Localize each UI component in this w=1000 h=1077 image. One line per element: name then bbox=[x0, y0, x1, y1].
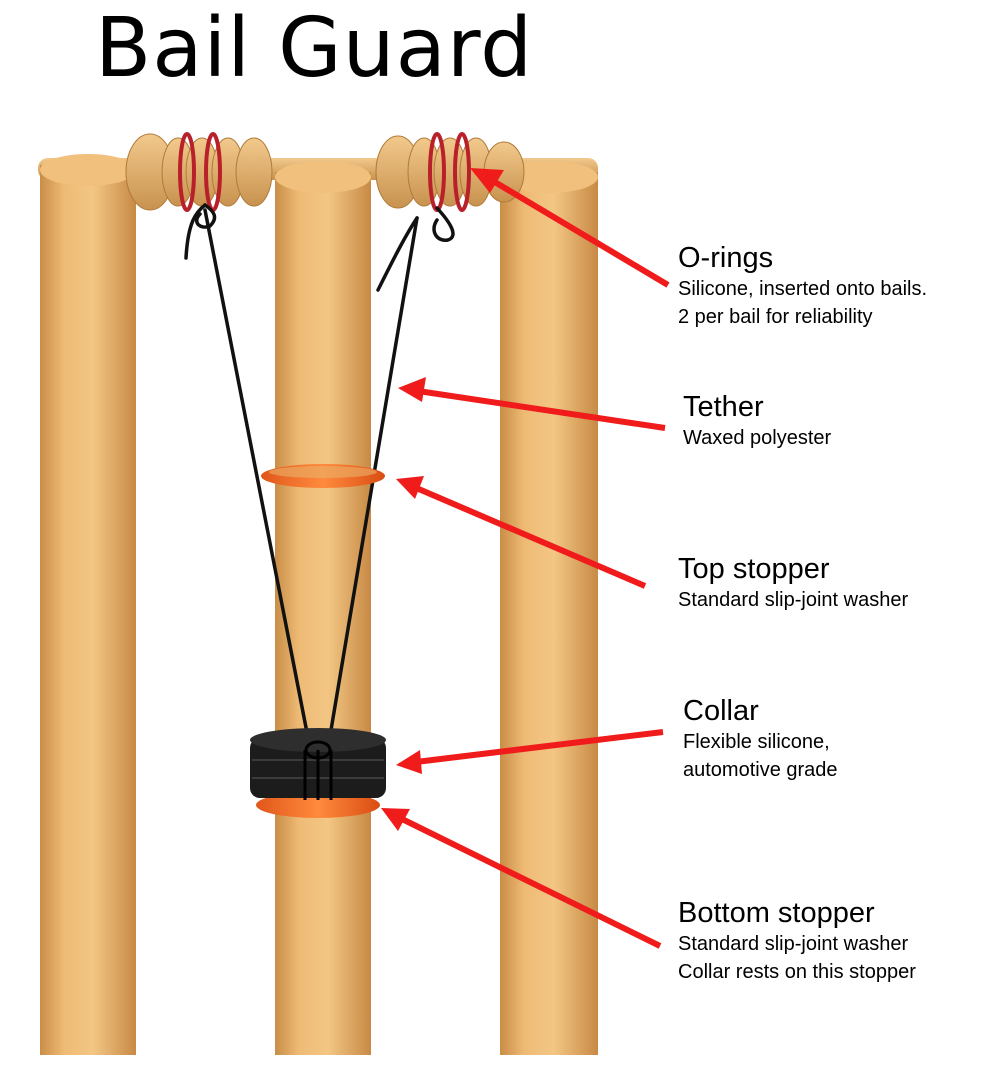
arrow-collar-head bbox=[396, 750, 422, 774]
callout-bottom-stopper: Bottom stopper Standard slip-joint washe… bbox=[678, 897, 916, 986]
right-stump bbox=[500, 161, 598, 1055]
callout-top-stopper: Top stopper Standard slip-joint washer bbox=[678, 553, 908, 614]
diagram-title: Bail Guard bbox=[95, 1, 534, 96]
callout-line: Collar rests on this stopper bbox=[678, 961, 916, 984]
callout-heading: O-rings bbox=[678, 242, 774, 274]
callout-heading: Top stopper bbox=[678, 553, 830, 585]
callout-heading: Bottom stopper bbox=[678, 897, 875, 929]
callout-line: Waxed polyester bbox=[683, 427, 832, 450]
callout-line: 2 per bail for reliability bbox=[678, 306, 873, 329]
callout-heading: Collar bbox=[683, 695, 759, 727]
arrow-bottom-stopper-head bbox=[381, 808, 410, 831]
bottom-stopper bbox=[256, 792, 380, 818]
callout-line: Standard slip-joint washer bbox=[678, 933, 909, 956]
left-bail bbox=[125, 133, 273, 211]
callout-line: Silicone, inserted onto bails. bbox=[678, 278, 928, 301]
callout-collar: Collar Flexible silicone, automotive gra… bbox=[683, 695, 838, 784]
callout-tether: Tether Waxed polyester bbox=[683, 391, 831, 452]
callout-arrows bbox=[381, 168, 670, 949]
top-stopper bbox=[261, 464, 385, 488]
arrow-o-rings bbox=[486, 175, 670, 288]
callout-line: automotive grade bbox=[683, 759, 838, 782]
arrow-top-stopper-head bbox=[396, 476, 424, 499]
arrow-collar bbox=[415, 729, 664, 765]
arrow-tether-head bbox=[398, 377, 426, 402]
arrow-top-stopper bbox=[412, 484, 647, 589]
callout-o-rings: O-rings Silicone, inserted onto bails. 2… bbox=[678, 242, 927, 331]
arrow-tether bbox=[417, 388, 666, 431]
left-stump bbox=[40, 154, 136, 1055]
callout-line: Flexible silicone, bbox=[683, 731, 830, 754]
middle-stump bbox=[275, 161, 371, 1055]
collar bbox=[250, 728, 386, 800]
arrow-o-rings-head bbox=[470, 168, 504, 193]
callout-line: Standard slip-joint washer bbox=[678, 589, 909, 612]
callout-heading: Tether bbox=[683, 391, 764, 423]
arrow-bottom-stopper bbox=[398, 815, 662, 949]
